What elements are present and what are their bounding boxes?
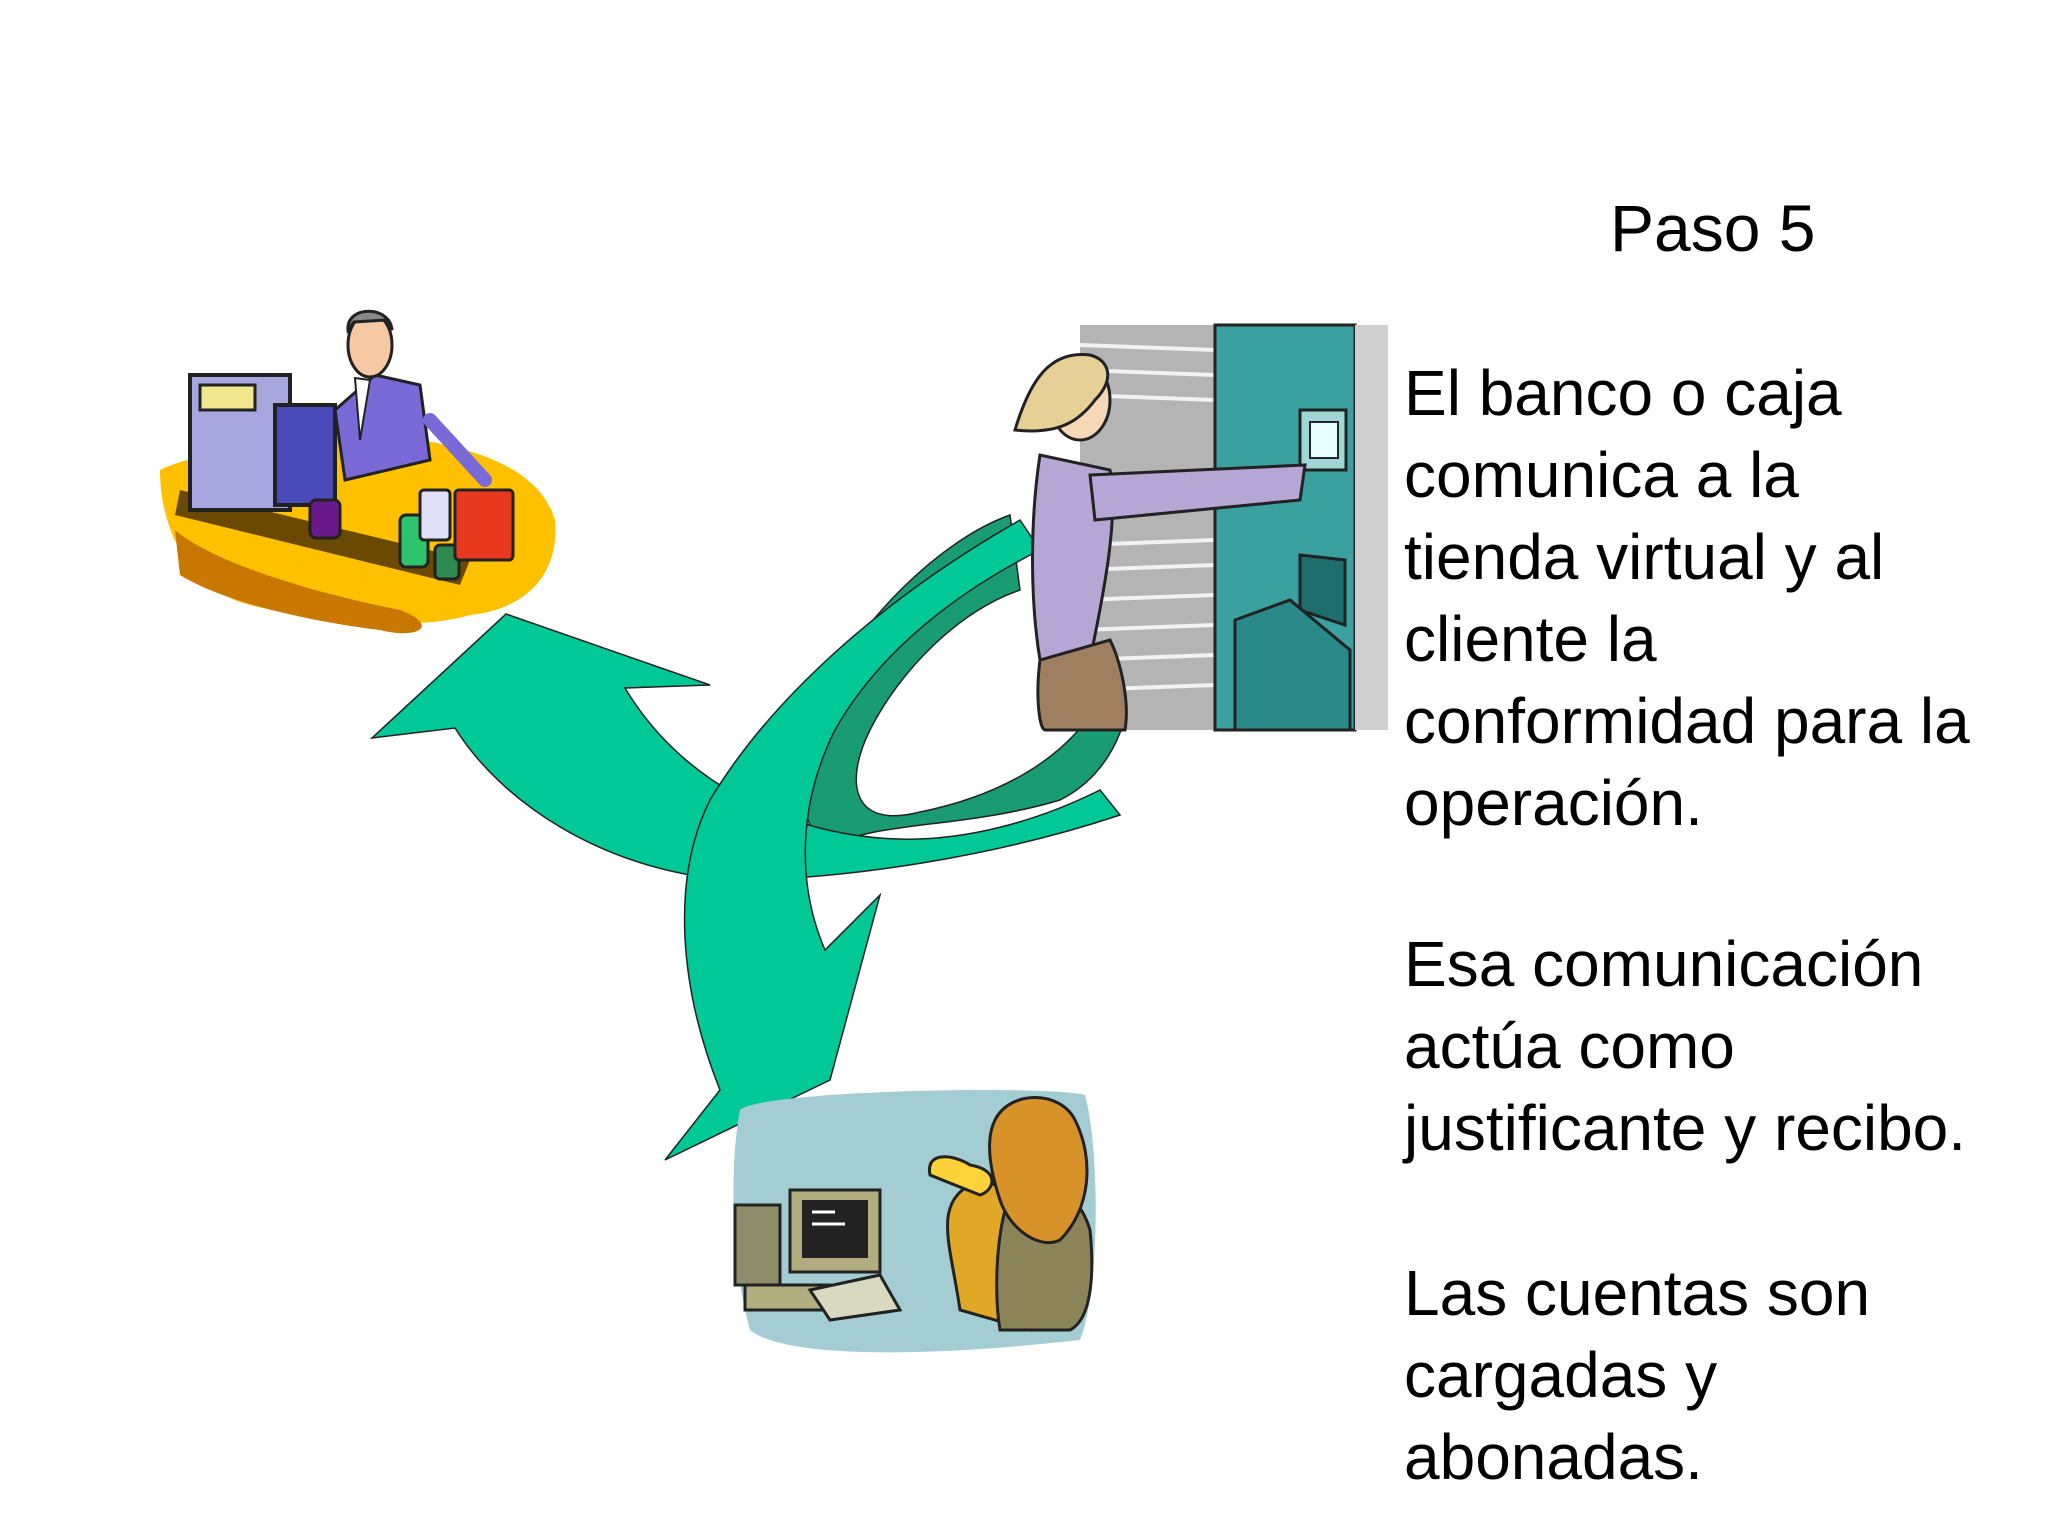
shop-clerk-icon <box>160 309 556 634</box>
text-line: justificante y recibo. <box>1404 1092 1967 1164</box>
text-line: cliente la <box>1404 603 1657 675</box>
step-title: Paso 5 <box>1610 191 1816 265</box>
text-line: operación. <box>1404 767 1703 839</box>
text-line: abonadas. <box>1404 1421 1703 1493</box>
text-line: actúa como <box>1404 1010 1735 1082</box>
text-line: Las cuentas son <box>1404 1257 1871 1329</box>
bank-atm-icon <box>1013 323 1388 732</box>
arrow-to-customer <box>664 519 1042 1161</box>
paragraph-receipt: Esa comunicación actúa como justificante… <box>1404 923 1966 1169</box>
text-line: El banco o caja <box>1404 357 1842 429</box>
text-line: Esa comunicación <box>1404 928 1924 1000</box>
text-line: tienda virtual y al <box>1404 521 1885 593</box>
arrow-to-store <box>369 613 1122 881</box>
computer-user-icon <box>733 1090 1096 1353</box>
paragraph-accounts: Las cuentas son cargadas y abonadas. <box>1404 1252 1870 1498</box>
text-line: comunica a la <box>1404 439 1799 511</box>
paragraph-confirmation: El banco o caja comunica a la tienda vir… <box>1404 352 1970 844</box>
text-line: conformidad para la <box>1404 685 1970 757</box>
text-line: cargadas y <box>1404 1339 1718 1411</box>
